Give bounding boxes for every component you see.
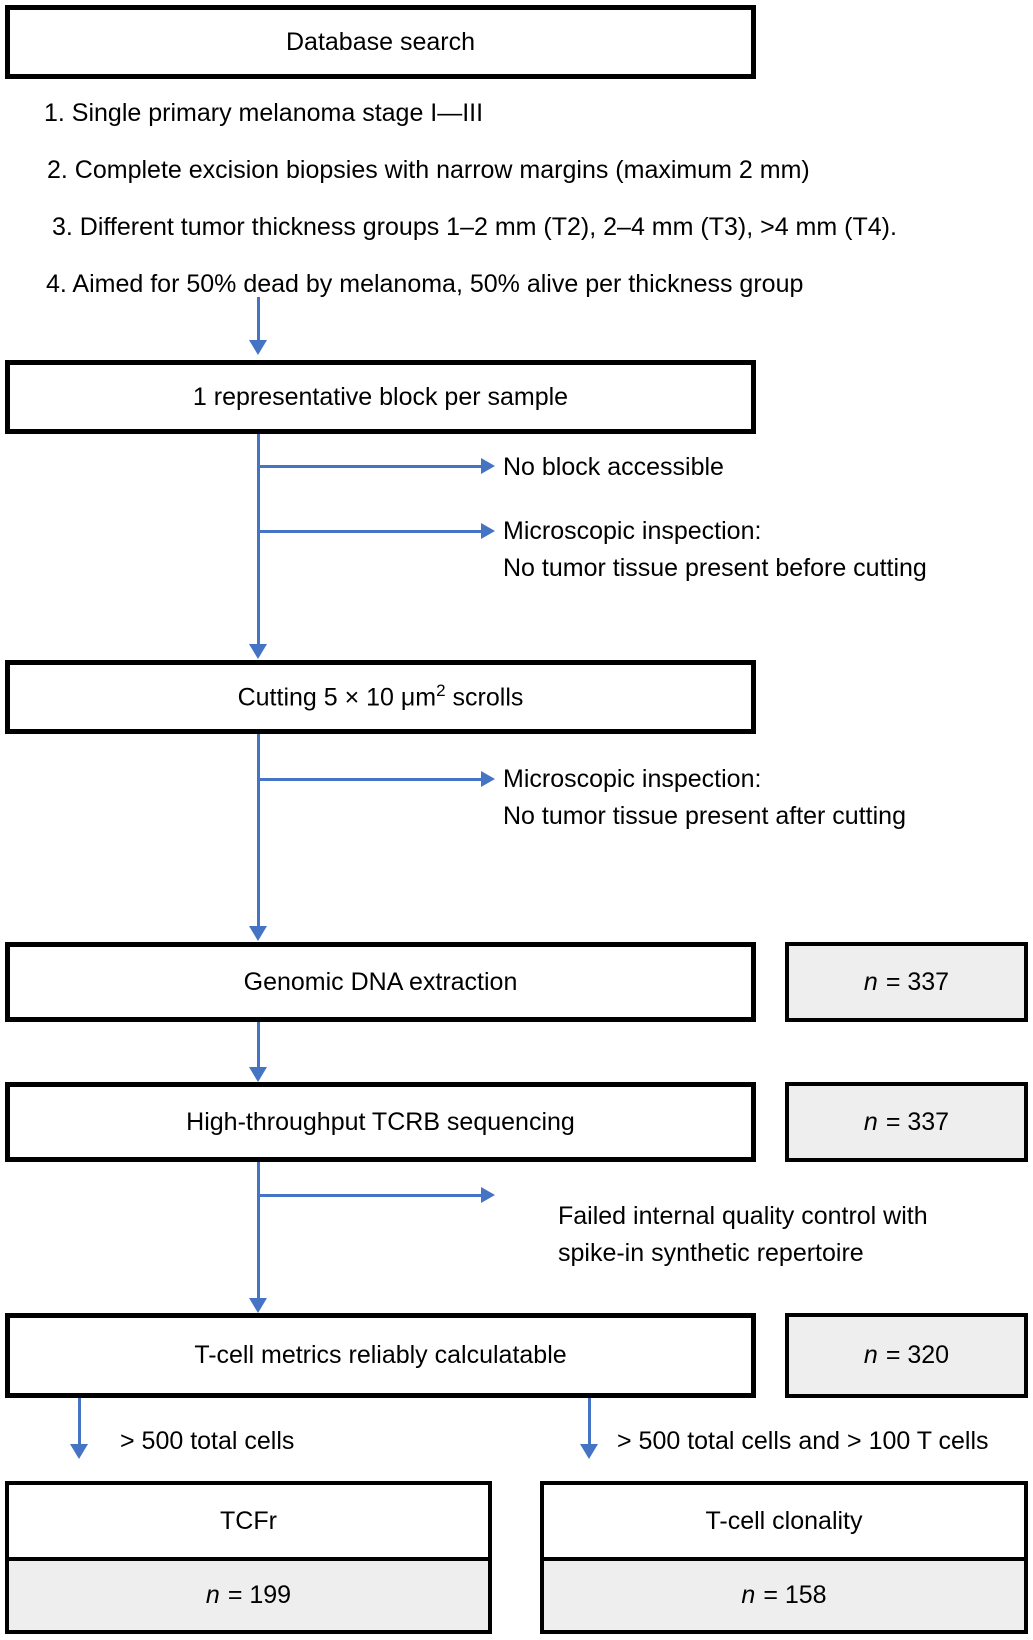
arrowhead-no-block: [481, 458, 495, 474]
arrowhead-failed-qc: [481, 1187, 495, 1203]
cutting-label-prefix: Cutting 5 × 10 μm: [237, 683, 437, 712]
branch-right-condition: > 500 total cells and > 100 T cells: [617, 1427, 989, 1455]
tcrb-sequencing-label: High-throughput TCRB sequencing: [186, 1107, 575, 1136]
tcell-metrics-label: T-cell metrics reliably calculatable: [194, 1341, 567, 1369]
count-box-metrics: n = 320: [785, 1313, 1028, 1398]
exclusion-before-cutting-line2: No tumor tissue present before cutting: [503, 554, 927, 582]
exclusion-failed-qc-line2: spike-in synthetic repertoire: [558, 1239, 864, 1267]
count-tcrb-symbol: n: [863, 1107, 878, 1136]
arrow-line-branch-tcfr: [78, 1398, 81, 1444]
arrow-line-branch-clonality: [588, 1398, 591, 1444]
cutting-scrolls-label: Cutting 5 × 10 μm2 scrolls: [238, 681, 524, 712]
count-metrics-symbol: n: [863, 1341, 878, 1369]
arrow-line-cutting-to-genomic: [257, 734, 260, 926]
genomic-dna-box: Genomic DNA extraction: [5, 942, 756, 1022]
count-tcfr-symbol: n: [205, 1581, 220, 1609]
clonality-count-row: n = 158: [544, 1561, 1024, 1630]
arrowhead-tcrb-to-metrics: [249, 1298, 267, 1313]
branch-left-condition: > 500 total cells: [120, 1427, 295, 1455]
arrow-line-criteria-to-block: [257, 297, 260, 340]
cutting-label-suffix: scrolls: [445, 683, 524, 712]
branch-line-failed-qc: [259, 1194, 481, 1197]
arrowhead-branch-tcfr: [70, 1444, 88, 1459]
count-genomic-value: = 337: [885, 967, 950, 996]
representative-block-label: 1 representative block per sample: [192, 382, 569, 411]
arrowhead-genomic-to-tcrb: [249, 1067, 267, 1082]
count-clonality-symbol: n: [741, 1581, 756, 1609]
tcfr-count-row: n = 199: [9, 1561, 488, 1630]
exclusion-failed-qc: Failed internal quality control with spi…: [558, 1198, 928, 1272]
count-genomic-symbol: n: [863, 967, 878, 996]
exclusion-failed-qc-line1: Failed internal quality control with: [558, 1202, 928, 1230]
tcfr-result-box: TCFr n = 199: [5, 1481, 492, 1634]
exclusion-after-cutting-line2: No tumor tissue present after cutting: [503, 802, 906, 830]
exclusion-before-cutting: Microscopic inspection: No tumor tissue …: [503, 513, 927, 587]
criterion-1: 1. Single primary melanoma stage I—III: [44, 99, 484, 127]
cutting-scrolls-box: Cutting 5 × 10 μm2 scrolls: [5, 660, 756, 734]
genomic-dna-label: Genomic DNA extraction: [243, 967, 518, 996]
branch-line-no-block: [259, 465, 481, 468]
criterion-2: 2. Complete excision biopsies with narro…: [47, 156, 810, 184]
database-search-label: Database search: [285, 27, 475, 56]
arrow-line-genomic-to-tcrb: [257, 1022, 260, 1067]
exclusion-no-block: No block accessible: [503, 454, 724, 480]
exclusion-before-cutting-line1: Microscopic inspection:: [503, 517, 762, 545]
exclusion-after-cutting: Microscopic inspection: No tumor tissue …: [503, 761, 906, 835]
branch-line-after-cutting: [259, 778, 481, 781]
exclusion-no-block-line1: No block accessible: [503, 453, 724, 481]
arrow-line-tcrb-to-metrics: [257, 1162, 260, 1298]
criterion-4: 4. Aimed for 50% dead by melanoma, 50% a…: [46, 270, 804, 298]
tcrb-sequencing-box: High-throughput TCRB sequencing: [5, 1082, 756, 1162]
tcfr-label: TCFr: [220, 1506, 277, 1535]
clonality-label: T-cell clonality: [705, 1506, 863, 1535]
arrowhead-block-to-cutting: [249, 644, 267, 659]
arrowhead-cutting-to-genomic: [249, 926, 267, 941]
branch-line-before-cutting: [259, 530, 481, 533]
count-tcrb-value: = 337: [885, 1107, 950, 1136]
tcell-metrics-box: T-cell metrics reliably calculatable: [5, 1313, 756, 1398]
cutting-label-exponent: 2: [436, 681, 446, 701]
database-search-box: Database search: [5, 5, 756, 79]
representative-block-box: 1 representative block per sample: [5, 360, 756, 434]
clonality-label-row: T-cell clonality: [544, 1485, 1024, 1561]
count-clonality-value: = 158: [763, 1581, 827, 1609]
arrowhead-after-cutting: [481, 771, 495, 787]
arrowhead-criteria-to-block: [249, 340, 267, 355]
count-metrics-value: = 320: [885, 1341, 950, 1369]
count-tcfr-value: = 199: [227, 1581, 292, 1609]
exclusion-after-cutting-line1: Microscopic inspection:: [503, 765, 762, 793]
criterion-3: 3. Different tumor thickness groups 1–2 …: [52, 213, 897, 241]
tcfr-label-row: TCFr: [9, 1485, 488, 1561]
count-box-genomic: n = 337: [785, 942, 1028, 1022]
arrowhead-branch-clonality: [580, 1444, 598, 1459]
count-box-tcrb: n = 337: [785, 1082, 1028, 1162]
arrowhead-before-cutting: [481, 523, 495, 539]
clonality-result-box: T-cell clonality n = 158: [540, 1481, 1028, 1634]
arrow-line-block-to-cutting: [257, 434, 260, 644]
